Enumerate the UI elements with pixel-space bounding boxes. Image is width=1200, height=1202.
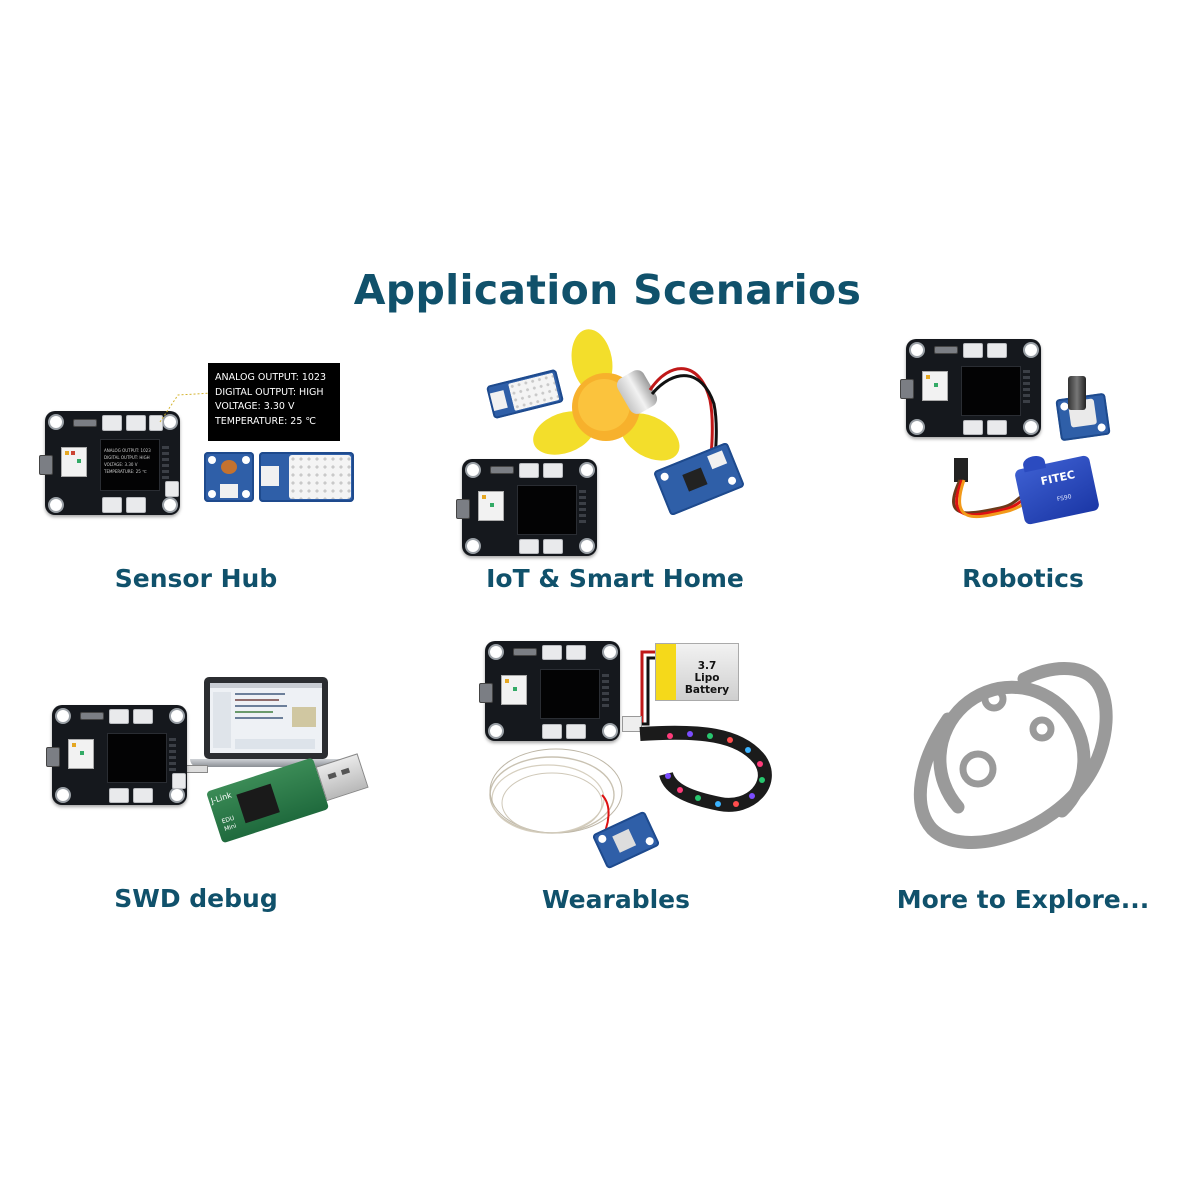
readout-digital: DIGITAL OUTPUT: HIGH	[215, 386, 324, 398]
caption-sensor-hub: Sensor Hub	[114, 564, 278, 593]
jlink-brand: J-Link	[209, 790, 233, 806]
battery-type: Lipo Battery	[684, 672, 730, 696]
board-wearables	[479, 641, 620, 741]
caption-robotics: Robotics	[962, 564, 1084, 593]
readout-analog: ANALOG OUTPUT: 1023	[215, 372, 326, 383]
jlink-debugger: J-Link EDU Mini	[206, 753, 369, 844]
caption-iot-smart-home: IoT & Smart Home	[486, 564, 744, 593]
servo-brand: FITEC	[1039, 468, 1077, 489]
caption-more-to-explore: More to Explore...	[896, 885, 1150, 914]
laptop	[204, 677, 328, 759]
readout-voltage: VOLTAGE: 3.30 V	[215, 401, 295, 412]
board-screen-line2: DIGITAL OUTPUT: HIGH	[104, 455, 150, 460]
battery-connector	[622, 716, 642, 732]
board-robotics	[900, 339, 1041, 437]
board-screen-line3: VOLTAGE: 3.30 V	[104, 462, 138, 467]
board-iot	[456, 459, 597, 556]
rotary-knob	[1068, 376, 1086, 410]
page-title: Application Scenarios	[353, 266, 862, 314]
lipo-battery: 3.7 Lipo Battery	[655, 643, 739, 701]
board-sensor-hub: ANALOG OUTPUT: 1023 DIGITAL OUTPUT: HIGH…	[39, 411, 180, 515]
board-screen-line1: ANALOG OUTPUT: 1023	[104, 448, 151, 453]
caption-swd-debug: SWD debug	[114, 884, 278, 913]
planet-icon	[913, 662, 1113, 849]
caption-wearables: Wearables	[541, 885, 690, 914]
servo-motor: FITEC FS90	[1014, 454, 1100, 526]
board-swd	[46, 705, 187, 805]
board-screen-line4: TEMPERATURE: 25 ℃	[104, 469, 147, 474]
laptop-base	[190, 759, 342, 767]
fairy-lights	[489, 748, 623, 842]
servo-model: FS90	[1056, 493, 1073, 504]
led-strip	[639, 725, 772, 812]
light-sensor-module	[204, 452, 254, 502]
battery-voltage: 3.7	[697, 660, 717, 672]
temperature-humidity-module	[259, 452, 354, 502]
callout-line	[159, 392, 213, 423]
readout-temperature: TEMPERATURE: 25 ℃	[215, 415, 317, 427]
sensor-readout-panel: ANALOG OUTPUT: 1023 DIGITAL OUTPUT: HIGH…	[208, 363, 340, 441]
